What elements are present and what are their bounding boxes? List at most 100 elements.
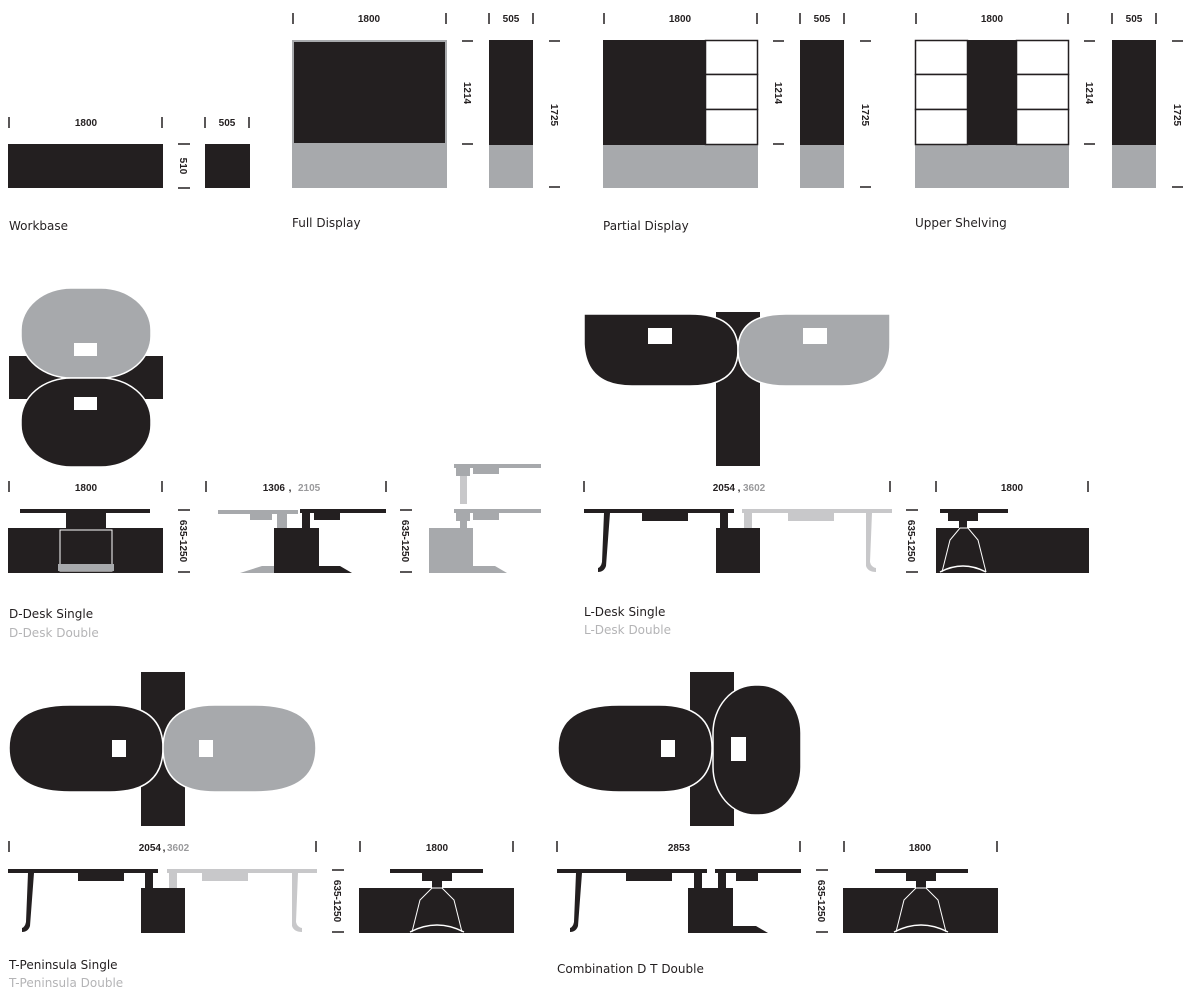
combination-t-top (557, 704, 713, 793)
l-desk-single-cable-port (648, 328, 672, 344)
l-desk-front-elevation (584, 509, 892, 573)
workbase-label: Workbase (9, 219, 68, 233)
l-desk-side-width-dimension: 1800 (935, 481, 1089, 494)
upper-shelving-upper-height-text: 1214 (1083, 82, 1094, 105)
t-peninsula-plan-view (8, 672, 317, 826)
d-desk-front-elevation (8, 509, 163, 573)
workbase-width-dimension: 1800 (8, 117, 163, 129)
workbase-width-text: 1800 (75, 118, 98, 129)
partial-display-width-dimension: 1800 (603, 13, 758, 25)
t-peninsula-double-label: T-Peninsula Double (8, 976, 123, 990)
workbase-front-view (8, 144, 163, 188)
partial-display-total-height-text: 1725 (859, 104, 870, 127)
partial-display-base (603, 145, 758, 188)
d-desk-front-width-dimension: 1800 (8, 481, 163, 494)
l-desk-double-label: L-Desk Double (584, 623, 671, 637)
workbase-depth-dimension: 505 (204, 117, 250, 129)
workbase-side-view (205, 144, 250, 188)
t-peninsula-double-top (162, 704, 317, 793)
combination-width-dimension: 2853 (556, 841, 801, 854)
d-desk-width-separator: , (289, 483, 292, 494)
upper-shelving-upper-height-dimension: 1214 (1083, 40, 1095, 145)
full-display-label: Full Display (292, 216, 361, 230)
full-display-width-dimension: 1800 (292, 13, 447, 25)
t-peninsula-side-width-dimension: 1800 (359, 841, 514, 854)
t-peninsula-single-top (8, 704, 164, 793)
d-desk-height-dimension-side: 635-1250 (399, 509, 412, 573)
l-desk-height-text: 635-1250 (905, 520, 916, 563)
d-desk-plan-view (9, 287, 163, 468)
full-display-total-height-dimension: 1725 (548, 40, 560, 188)
d-desk-double-top (20, 287, 152, 379)
partial-display-depth-dimension: 505 (799, 13, 845, 25)
t-peninsula-width-separator: , (163, 843, 166, 854)
combination-label: Combination D T Double (557, 962, 704, 976)
combination-front-elevation (557, 869, 801, 933)
d-desk-group: 1800 635-1250 1306 , 2105 (8, 287, 541, 640)
combination-group: 2853 635-1250 1800 (556, 672, 998, 976)
t-peninsula-height-dimension: 635-1250 (331, 869, 344, 933)
l-desk-double-top (737, 313, 891, 387)
full-display-width-text: 1800 (358, 14, 381, 25)
upper-shelving-label: Upper Shelving (915, 216, 1007, 230)
upper-shelving-width-dimension: 1800 (915, 13, 1069, 25)
full-display-side-upper (489, 40, 533, 145)
t-peninsula-width-dimension: 2054 , 3602 (8, 841, 317, 854)
t-peninsula-front-elevation (8, 869, 317, 933)
combination-d-top (712, 684, 802, 816)
partial-display-total-height-dimension: 1725 (859, 40, 871, 188)
l-desk-width-single-text: 2054 (713, 483, 736, 494)
partial-display-label: Partial Display (603, 219, 689, 233)
t-peninsula-side-elevation (359, 869, 514, 933)
l-desk-group: 2054 , 3602 1800 635-1250 (583, 312, 1089, 637)
upper-shelving-depth-text: 505 (1126, 14, 1143, 25)
partial-display-upper-height-dimension: 1214 (772, 40, 784, 145)
full-display-group: 1800 505 1214 1725 Full Display (292, 13, 560, 230)
l-desk-single-top (583, 313, 739, 387)
full-display-base (292, 145, 447, 188)
upper-shelving-total-height-text: 1725 (1171, 104, 1182, 127)
combination-height-text: 635-1250 (815, 880, 826, 923)
partial-display-side-upper (800, 40, 844, 145)
full-display-depth-text: 505 (503, 14, 520, 25)
full-display-upper-height-dimension: 1214 (461, 40, 473, 145)
combination-side-elevation (843, 869, 998, 933)
t-peninsula-side-width-text: 1800 (426, 843, 449, 854)
l-desk-side-width-text: 1800 (1001, 483, 1024, 494)
l-desk-plan-view (583, 312, 891, 466)
d-desk-front-width-text: 1800 (75, 483, 98, 494)
workbase-depth-text: 505 (219, 118, 236, 129)
d-desk-side-elevation (218, 509, 386, 573)
t-peninsula-single-cable-port (112, 740, 126, 757)
upper-shelving-base (915, 145, 1069, 188)
upper-shelving-shelves (914, 39, 1070, 146)
partial-display-side-base (800, 145, 844, 188)
combination-side-width-dimension: 1800 (843, 841, 998, 854)
t-peninsula-single-label: T-Peninsula Single (8, 958, 118, 972)
t-peninsula-height-text: 635-1250 (331, 880, 342, 923)
l-desk-width-separator: , (738, 483, 741, 494)
l-desk-width-double-text: 3602 (743, 483, 766, 494)
full-display-total-height-text: 1725 (548, 104, 559, 127)
partial-display-group: 1800 505 1214 1725 Partial Display (603, 13, 871, 233)
d-desk-height-dimension-front: 635-1250 (177, 509, 190, 573)
t-peninsula-group: 2054 , 3602 635-1250 1800 (8, 672, 514, 990)
d-desk-height-text-front: 635-1250 (177, 520, 188, 563)
full-display-side-base (489, 145, 533, 188)
combination-width-text: 2853 (668, 843, 691, 854)
d-desk-double-label: D-Desk Double (9, 626, 99, 640)
t-peninsula-width-single-text: 2054 (139, 843, 162, 854)
combination-height-dimension: 635-1250 (815, 869, 828, 933)
l-desk-height-dimension: 635-1250 (905, 509, 918, 573)
full-display-panel (294, 42, 445, 143)
upper-shelving-width-text: 1800 (981, 14, 1004, 25)
combination-t-cable-port (661, 740, 675, 757)
upper-shelving-total-height-dimension: 1725 (1171, 40, 1183, 188)
t-peninsula-double-cable-port (199, 740, 213, 757)
upper-shelving-side-upper (1112, 40, 1156, 145)
d-desk-side-width-dimension: 1306 , 2105 (205, 481, 387, 494)
full-display-depth-dimension: 505 (488, 13, 534, 25)
upper-shelving-side-base (1112, 145, 1156, 188)
d-desk-side-width-double-text: 2105 (298, 483, 321, 494)
